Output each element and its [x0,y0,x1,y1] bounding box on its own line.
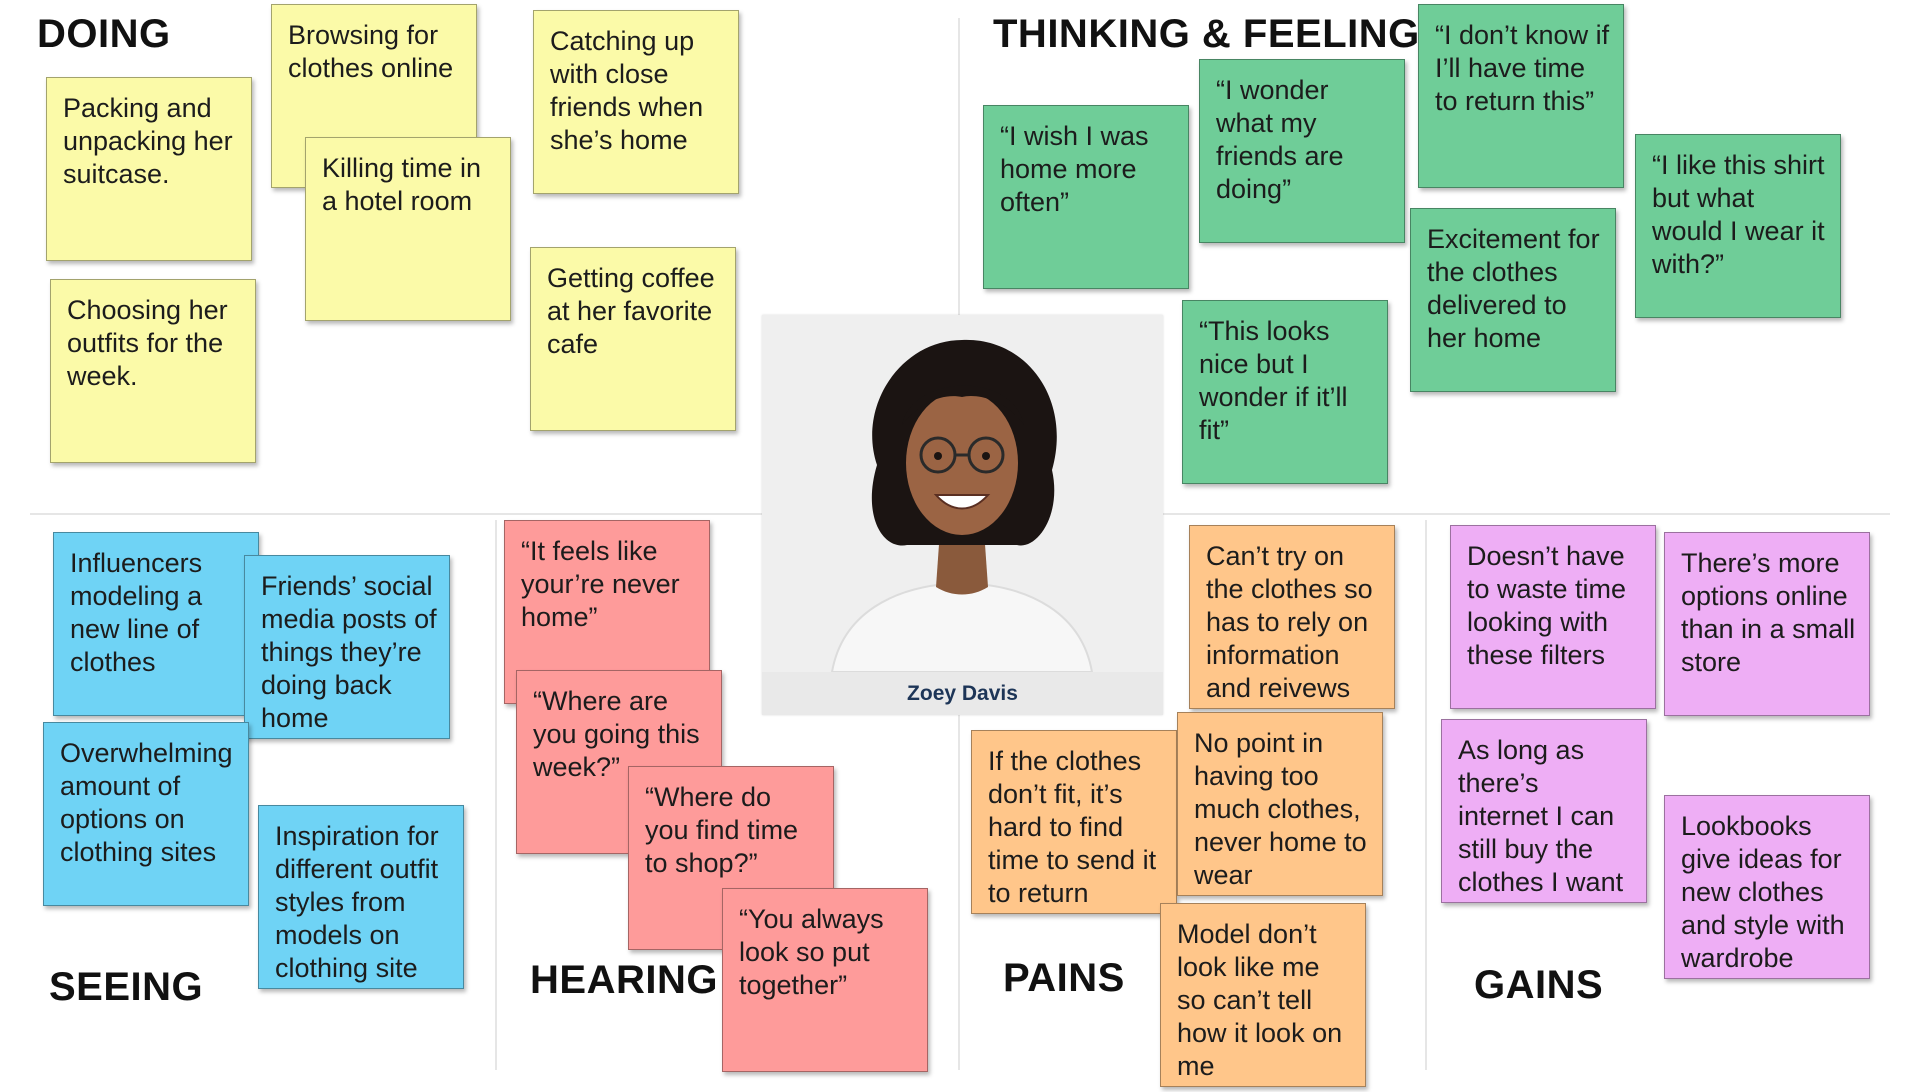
sticky-note-pains[interactable]: Model don’t look like me so can’t tell h… [1160,903,1366,1087]
sticky-note-thinking-feeling[interactable]: “I don’t know if I’ll have time to retur… [1418,4,1624,188]
sticky-note-pains[interactable]: Can’t try on the clothes so has to rely … [1189,525,1395,709]
sticky-note-hearing[interactable]: “You always look so put together” [722,888,928,1072]
sticky-note-thinking-feeling[interactable]: “This looks nice but I wonder if it’ll f… [1182,300,1388,484]
sticky-note-thinking-feeling[interactable]: “I like this shirt but what would I wear… [1635,134,1841,318]
sticky-note-thinking-feeling[interactable]: “I wonder what my friends are doing” [1199,59,1405,243]
sticky-note-seeing[interactable]: Inspiration for different outfit styles … [258,805,464,989]
persona-card: Zoey Davis [762,315,1163,715]
sticky-note-pains[interactable]: No point in having too much clothes, nev… [1177,712,1383,896]
sticky-note-thinking-feeling[interactable]: Excitement for the clothes delivered to … [1410,208,1616,392]
section-title-pains: PAINS [1003,956,1125,1000]
sticky-note-gains[interactable]: As long as there’s internet I can still … [1441,719,1647,903]
divider-hearing-pains [958,715,960,1070]
section-title-thinking-feeling: THINKING & FEELING [993,12,1420,56]
section-title-doing: DOING [37,12,171,56]
sticky-note-doing[interactable]: Packing and unpacking her suitcase. [46,77,252,261]
sticky-note-seeing[interactable]: Overwhelming amount of options on clothi… [43,722,249,906]
sticky-note-doing[interactable]: Catching up with close friends when she’… [533,10,739,194]
section-title-seeing: SEEING [49,965,204,1009]
divider-top-center [958,18,960,316]
sticky-note-doing[interactable]: Getting coffee at her favorite cafe [530,247,736,431]
persona-name: Zoey Davis [762,672,1163,715]
sticky-note-thinking-feeling[interactable]: “I wish I was home more often” [983,105,1189,289]
sticky-note-pains[interactable]: If the clothes don’t fit, it’s hard to f… [971,730,1177,914]
persona-portrait [762,315,1163,672]
sticky-note-gains[interactable]: Lookbooks give ideas for new clothes and… [1664,795,1870,979]
sticky-note-seeing[interactable]: Influencers modeling a new line of cloth… [53,532,259,716]
sticky-note-doing[interactable]: Choosing her outfits for the week. [50,279,256,463]
sticky-note-seeing[interactable]: Friends’ social media posts of things th… [244,555,450,739]
sticky-note-doing[interactable]: Killing time in a hotel room [305,137,511,321]
sticky-note-gains[interactable]: There’s more options online than in a sm… [1664,532,1870,716]
divider-pains-gains [1425,520,1427,1070]
section-title-hearing: HEARING [530,958,718,1002]
section-title-gains: GAINS [1474,963,1604,1007]
divider-seeing-hearing [495,520,497,1070]
sticky-note-gains[interactable]: Doesn’t have to waste time looking with … [1450,525,1656,709]
